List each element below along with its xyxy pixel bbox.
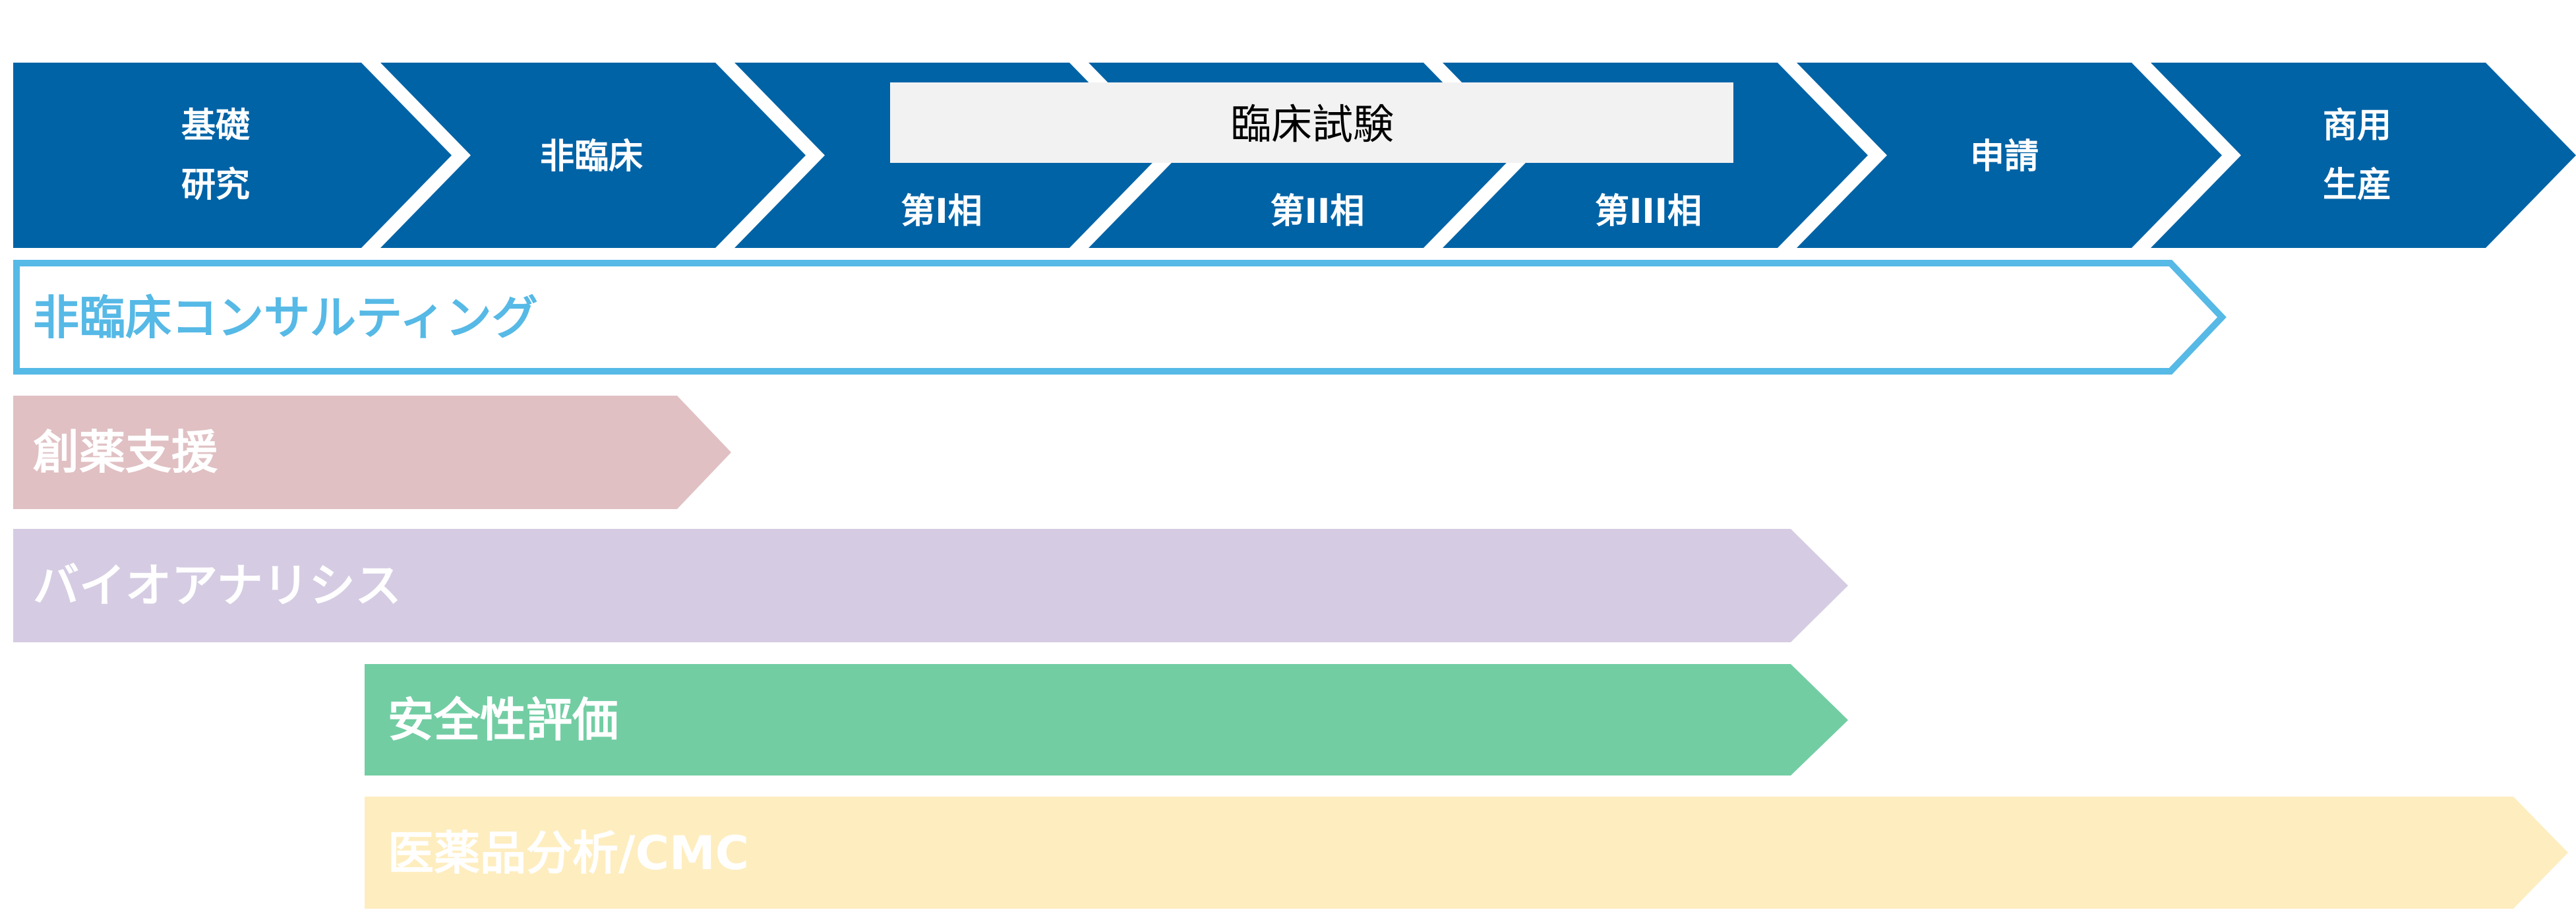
service-arrow-safety-evaluation — [365, 664, 1848, 775]
stage-label-phase1: 第I相 — [901, 192, 982, 231]
clinical-trial-label: 臨床試験 — [1230, 100, 1394, 148]
stage-label-basic-research-1: 基礎 — [181, 106, 250, 146]
service-label-safety-evaluation: 安全性評価 — [388, 693, 618, 747]
stage-label-phase2: 第II相 — [1271, 192, 1365, 231]
service-arrow-pharma-analysis-cmc — [365, 797, 2568, 909]
service-label-drug-discovery: 創薬支援 — [33, 425, 218, 479]
stage-chevron-nonclinical — [380, 63, 806, 248]
stage-label-nonclinical: 非臨床 — [540, 137, 643, 177]
service-label-pharma-analysis-cmc: 医薬品分析/CMC — [388, 826, 749, 880]
service-arrow-bioanalysis — [13, 529, 1848, 642]
stage-chevron-commercial — [2151, 63, 2576, 248]
service-arrow-drug-discovery — [13, 396, 731, 509]
stage-label-application: 申請 — [1970, 137, 2039, 177]
stage-label-commercial-1: 商用 — [2323, 106, 2391, 146]
clinical-trial-box — [890, 82, 1733, 163]
stage-labels: 基礎 研究 非臨床 第I相 第II相 第III相 申請 商用 生産 — [181, 106, 2391, 231]
stage-chevron-application — [1797, 63, 2222, 248]
service-label-bioanalysis: バイオアナリシス — [33, 559, 402, 613]
stage-label-basic-research-2: 研究 — [181, 166, 250, 205]
service-label-nonclinical-consulting: 非臨床コンサルティング — [33, 291, 538, 345]
service-arrow-nonclinical-consulting — [13, 260, 2227, 375]
stage-label-commercial-2: 生産 — [2323, 166, 2391, 205]
stage-label-phase3: 第III相 — [1595, 192, 1702, 231]
stage-chevron-basic-research — [13, 63, 452, 248]
